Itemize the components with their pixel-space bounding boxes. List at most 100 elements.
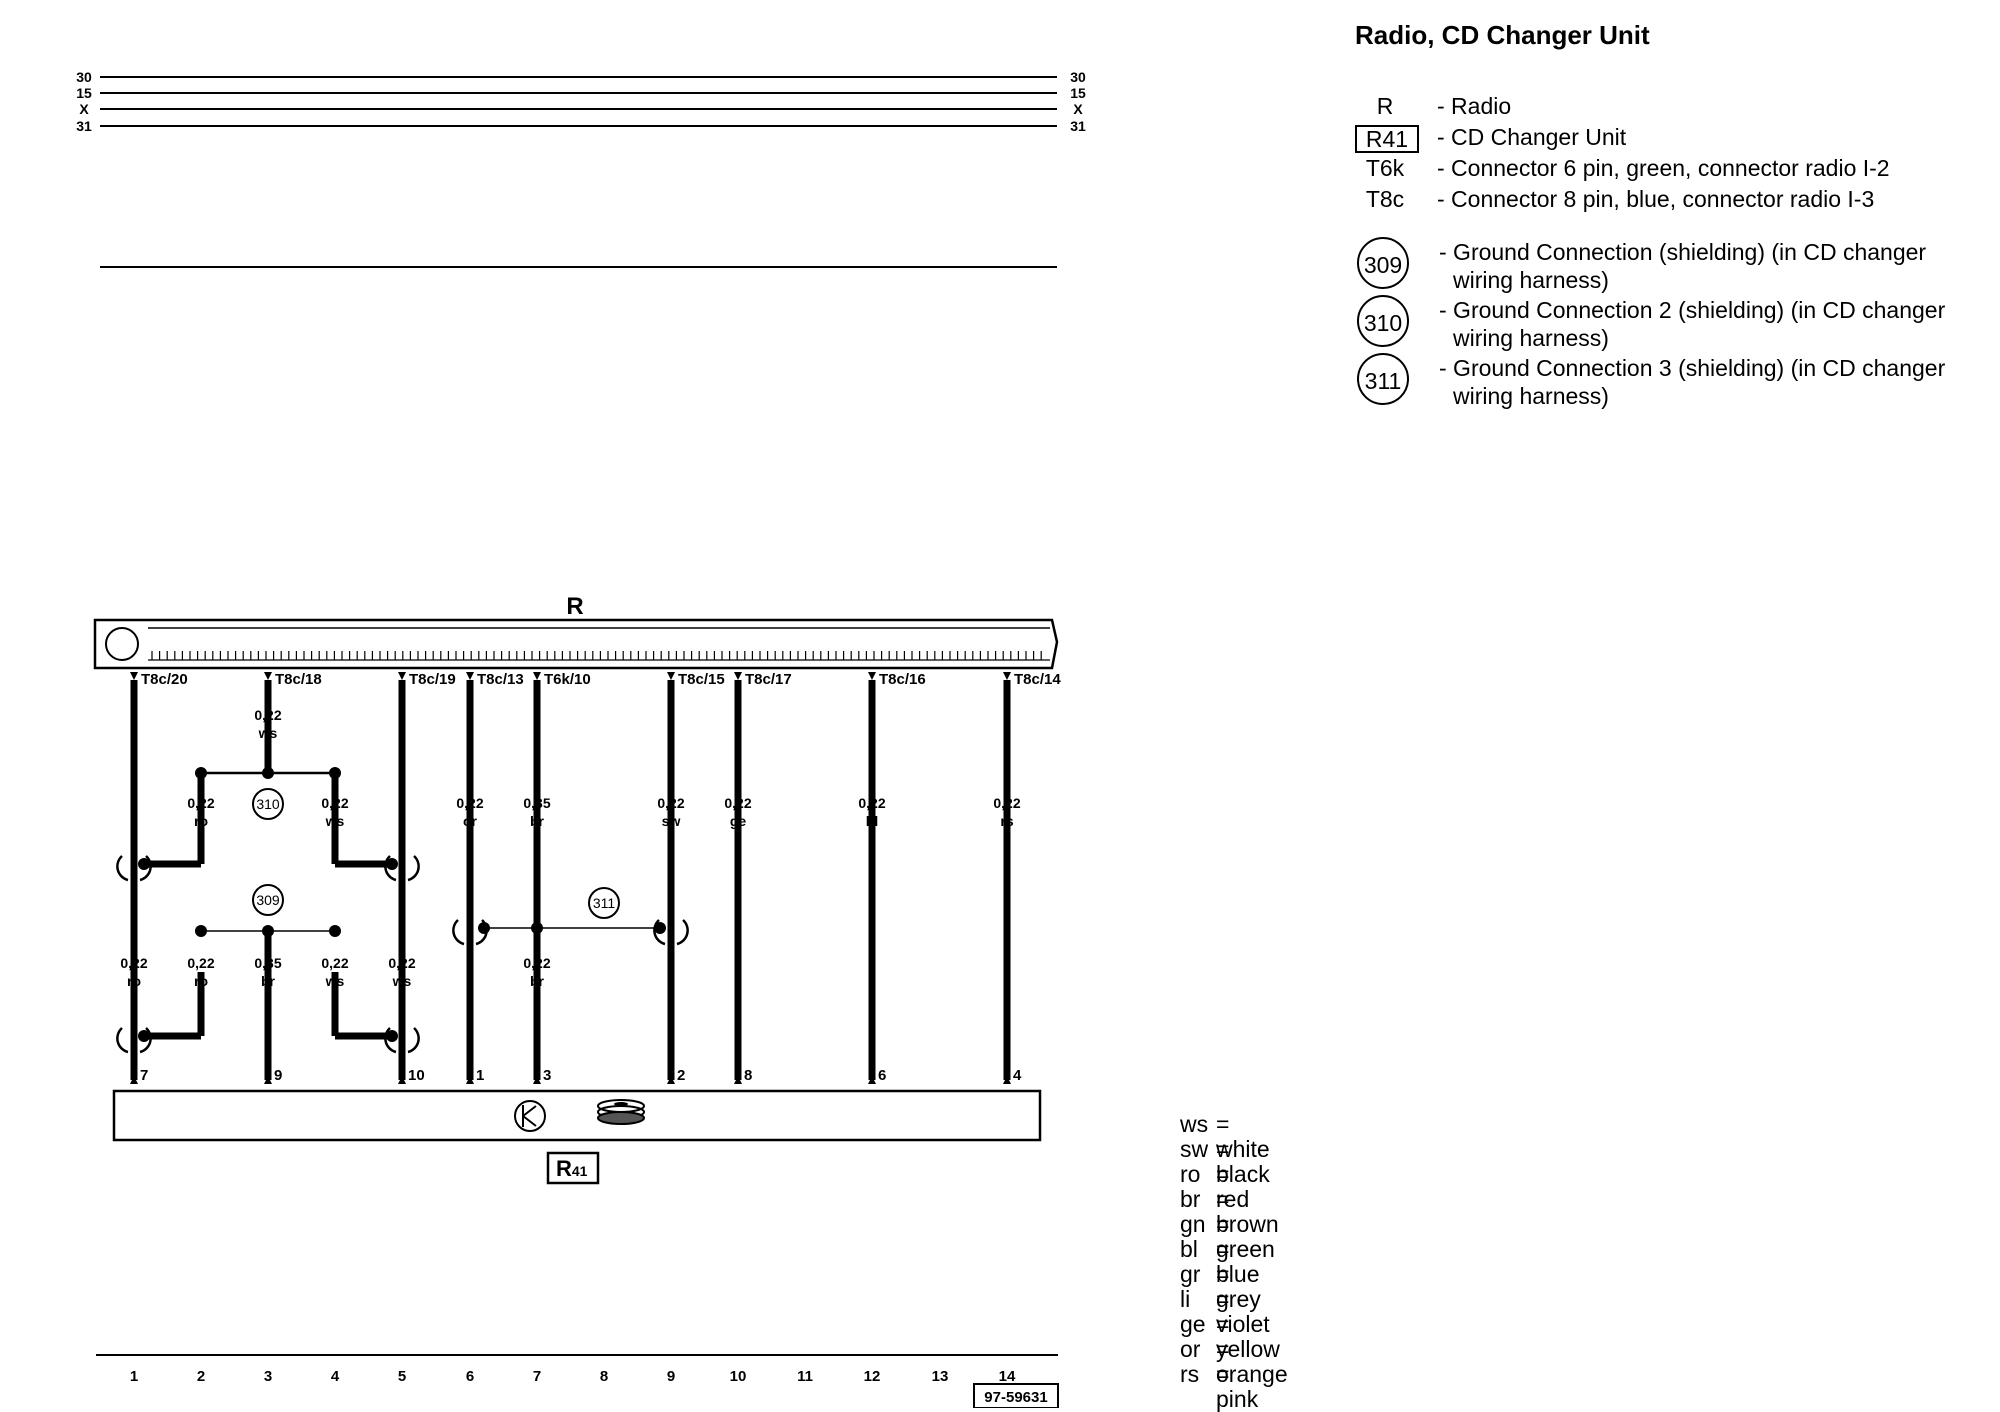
color-abbreviation: sw [1180, 1136, 1209, 1162]
radio-symbol-icon [105, 627, 139, 661]
junction-dot [531, 922, 543, 934]
wire-size-label: 0,22 [456, 795, 483, 811]
shield-symbol [384, 855, 420, 882]
wire-size-label: 0,22 [993, 795, 1020, 811]
grid-number: 12 [864, 1368, 881, 1385]
ground-legend-line1: - Ground Connection 3 (shielding) (in CD… [1439, 355, 1946, 381]
ground-legend-line2: wiring harness) [1453, 325, 1609, 351]
wire-color-label: ws [325, 813, 345, 829]
wire-size-label: 0,22 [724, 795, 751, 811]
wire-size-label: 0,22 [388, 955, 415, 971]
color-name: = orange [1216, 1336, 1288, 1387]
ground-point-circle [252, 884, 284, 916]
legend-code: R41 [1355, 125, 1419, 153]
diagram-number: 97-59631 [984, 1389, 1047, 1406]
svg-text:R41: R41 [556, 1156, 588, 1181]
color-name: = pink [1216, 1361, 1259, 1412]
pin-number-label: 3 [543, 1067, 551, 1084]
ground-legend-row: 310- Ground Connection 2 (shielding) (in… [1357, 292, 1987, 351]
cd-changer-label-sub: 41 [572, 1163, 588, 1179]
radio-connector-strip [148, 651, 1050, 661]
cd-changer-box [112, 1089, 1042, 1142]
wire-size-label: 0,22 [187, 955, 214, 971]
color-abbreviation: ge [1180, 1311, 1206, 1337]
junction-dot [386, 1030, 398, 1042]
ground-point-label: 309 [256, 892, 280, 908]
grid-number: 11 [797, 1368, 813, 1385]
wire-size-label: 0,22 [120, 955, 147, 971]
grid-number: 3 [264, 1368, 272, 1385]
color-name: = blue [1216, 1236, 1260, 1287]
legend-code: R [1376, 93, 1394, 119]
cd-changer-label-box [546, 1151, 600, 1185]
shield-symbol [653, 919, 689, 946]
color-abbreviation: li [1180, 1286, 1191, 1312]
junction-dot [386, 858, 398, 870]
color-name: = yellow [1216, 1311, 1280, 1362]
junction-dot [195, 925, 207, 937]
wire-color-label: ro [127, 973, 141, 989]
wire-size-label: 0,35 [254, 955, 281, 971]
wire-color-label: ge [730, 813, 747, 829]
ground-legend-row: 309- Ground Connection (shielding) (in C… [1357, 234, 1987, 293]
legend-row: R41 - CD Changer Unit [1355, 123, 1995, 153]
legend-description: - Connector 8 pin, blue, connector radio… [1437, 186, 1875, 212]
pin-number-label: 10 [408, 1067, 425, 1084]
grid-number: 1 [130, 1368, 138, 1385]
wire-size-label: 0,22 [858, 795, 885, 811]
legend-description: - Radio [1437, 93, 1512, 119]
wire-color-label: br [261, 973, 276, 989]
color-abbreviation: br [1180, 1186, 1201, 1212]
color-abbreviation: gr [1180, 1261, 1201, 1287]
color-abbreviation: ws [1180, 1111, 1209, 1137]
pin-number-label: 7 [140, 1067, 148, 1084]
rail-label-right: 31 [1070, 118, 1086, 134]
junction-dot [654, 922, 666, 934]
junction-dot [262, 925, 274, 937]
shield-symbol [116, 855, 152, 882]
radio-label: R [566, 593, 583, 620]
pin-number-label: 2 [677, 1067, 685, 1084]
wire-size-label: 0,22 [187, 795, 214, 811]
shield-symbol [384, 1027, 420, 1054]
color-name: = white [1216, 1111, 1270, 1162]
top-connector-label: T8c/17 [745, 671, 792, 688]
wire-size-label: 0,22 [321, 795, 348, 811]
wire-color-label: br [530, 813, 545, 829]
grid-number: 8 [600, 1368, 608, 1385]
radio-unit-box [93, 618, 1059, 670]
color-abbreviation: gn [1180, 1211, 1206, 1237]
legend-description: - CD Changer Unit [1437, 124, 1627, 150]
color-name: = violet [1216, 1286, 1270, 1337]
ground-point-circle [588, 887, 620, 919]
junction-dot [262, 767, 274, 779]
color-abbreviation: ro [1180, 1161, 1201, 1187]
grid-number: 10 [730, 1368, 747, 1385]
color-name: = red [1216, 1161, 1250, 1212]
wire-color-label: sw [662, 813, 681, 829]
pin-number-label: 9 [274, 1067, 282, 1084]
grid-number: 2 [197, 1368, 205, 1385]
diagram-number-box [973, 1383, 1059, 1408]
rail-label-left: X [79, 101, 89, 117]
wire-color-label: bl [866, 813, 878, 829]
grid-number: 13 [932, 1368, 949, 1385]
cd-changer-label: R [556, 1156, 572, 1181]
junction-dot [329, 925, 341, 937]
color-name: = brown [1216, 1186, 1279, 1237]
rail-label-right: 30 [1070, 69, 1086, 85]
top-connector-label: T8c/13 [477, 671, 524, 688]
shield-symbol [116, 1027, 152, 1054]
wire-color-label: or [463, 813, 478, 829]
ground-legend-line1: - Ground Connection (shielding) (in CD c… [1439, 239, 1927, 265]
wire-color-label: ws [392, 973, 412, 989]
grid-number: 9 [667, 1368, 675, 1385]
top-connector-label: T8c/19 [409, 671, 456, 688]
pin-number-label: 8 [744, 1067, 752, 1084]
grid-number: 14 [999, 1368, 1016, 1385]
wire-color-label: ro [194, 973, 208, 989]
